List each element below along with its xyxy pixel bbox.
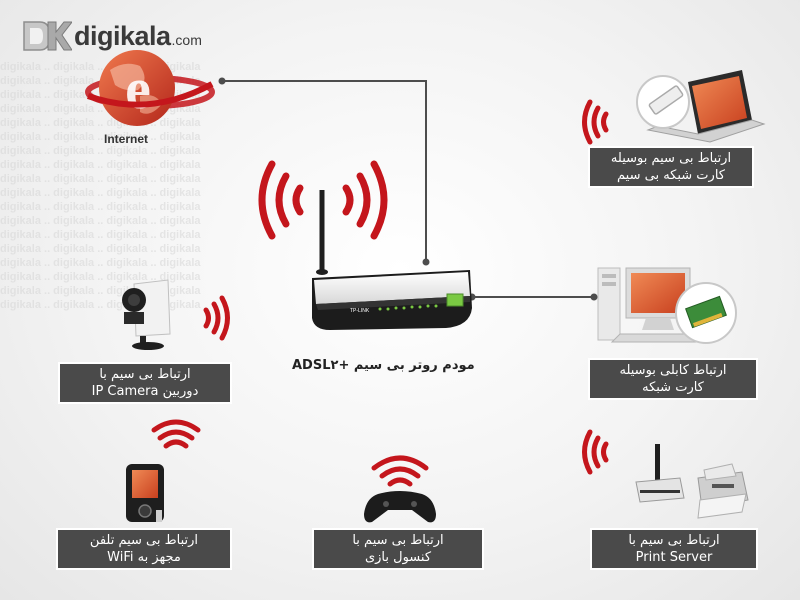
watermark-row: digikala .. digikala .. digikala .. digi… [0,187,201,199]
watermark-row: digikala .. digikala .. digikala .. digi… [0,257,201,269]
desktop-label-line-2: کارت شبکه [642,380,704,395]
phone-signal-icon [151,419,201,449]
laptop-label-line-2: کارت شبکه بی سیم [617,168,725,183]
digikala-logo: digikala .com [20,18,202,54]
internet-label: Internet [104,132,149,146]
laptop-signal-icon [582,99,609,145]
svg-text:e: e [125,56,151,121]
print-server-label: ارتباط بی سیم با Print Server [590,528,758,570]
router-brand-mark: TP-LINK [350,308,370,314]
internet-connector-dot [218,77,226,85]
ip-camera-label-line-1: ارتباط بی سیم با [99,367,191,382]
print-server-icon [635,444,685,503]
watermark-row: digikala .. digikala .. digikala .. digi… [0,131,201,143]
watermark-row: digikala .. digikala .. digikala .. digi… [0,201,201,213]
desktop-label-line-1: ارتباط کابلی بوسیله [619,363,727,378]
ip-camera-label-line-2: دوربین IP Camera [91,384,199,399]
digikala-logo-icon [23,21,72,51]
print-server-signal-icon [582,429,609,475]
console-label: ارتباط بی سیم با کنسول بازی [312,528,484,570]
watermark-row: digikala .. digikala .. digikala .. digi… [0,243,201,255]
phone-label-line-2: مجهز به WiFi [107,550,181,565]
phone-label-line-1: ارتباط بی سیم تلفن [89,533,199,548]
watermark-row: digikala .. digikala .. digikala .. digi… [0,215,201,227]
watermark-row: digikala .. digikala .. digikala .. digi… [0,159,201,171]
internet-globe-icon: e [85,50,215,126]
phone-label: ارتباط بی سیم تلفن مجهز به WiFi [56,528,232,570]
router-signal-icon [258,160,388,240]
router-icon [312,190,472,330]
printer-icon [697,463,749,519]
wifi-phone-icon [126,464,164,522]
desktop-connector-dot [590,293,598,301]
watermark-row: digikala .. digikala .. digikala .. digi… [0,145,201,157]
watermark-row: digikala .. digikala .. digikala .. digi… [0,173,201,185]
desktop-icon [597,267,737,344]
logo-brand: digikala [74,20,171,51]
router-caption: مودم روتر بی سیم +ADSL۲ [292,358,475,373]
watermark-row: digikala .. digikala .. digikala .. digi… [0,271,201,283]
laptop-label: ارتباط بی سیم بوسیله کارت شبکه بی سیم [588,146,754,188]
internet-connector [222,80,427,262]
ip-camera-icon [122,279,171,350]
laptop-icon [636,70,766,143]
console-label-line-2: کنسول بازی [364,550,432,565]
console-label-line-1: ارتباط بی سیم با [352,533,444,548]
logo-tld: .com [171,32,202,48]
connector-lines [222,80,594,298]
ip-camera-label: ارتباط بی سیم با دوربین IP Camera [58,362,232,404]
ip-camera-signal-icon [203,295,230,341]
laptop-label-line-1: ارتباط بی سیم بوسیله [610,151,732,166]
watermark-pattern: digikala .. digikala .. digikala .. digi… [0,60,230,320]
desktop-label: ارتباط کابلی بوسیله کارت شبکه [588,358,758,400]
router-connector-dot [422,258,430,266]
game-controller-icon [364,491,436,523]
print-server-label-line-1: ارتباط بی سیم با [628,533,720,548]
watermark-row: digikala .. digikala .. digikala .. digi… [0,229,201,241]
print-server-label-line-2: Print Server [635,550,713,565]
console-signal-icon [371,455,429,487]
